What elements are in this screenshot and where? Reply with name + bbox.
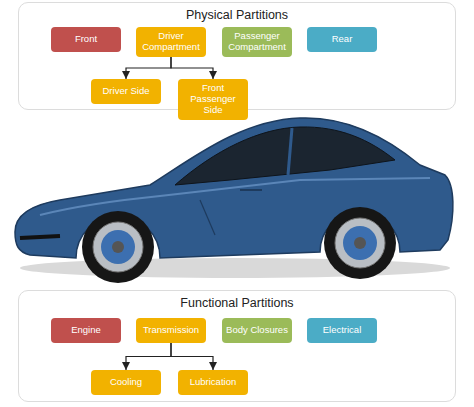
partition-panel: Functional PartitionsEngine Transmission B… <box>18 290 456 402</box>
hierarchy-connector <box>126 57 171 79</box>
box-label: Lubrication <box>190 377 236 388</box>
hub <box>354 237 366 249</box>
front-wheel <box>82 211 154 283</box>
tire <box>82 211 154 283</box>
partition-box: Engine <box>51 318 121 343</box>
box-label: Engine <box>71 325 101 336</box>
partition-box: Driver Side <box>91 79 161 104</box>
front-splitter <box>20 236 60 238</box>
partition-box: Driver Compartment <box>136 27 206 57</box>
box-label: Front <box>75 34 97 45</box>
brake-caliper <box>101 230 135 264</box>
tire <box>324 207 396 279</box>
partition-box: Lubrication <box>178 370 248 395</box>
car-window <box>175 127 395 185</box>
box-label: Driver Side <box>103 86 150 97</box>
hierarchy-connector <box>171 57 213 79</box>
rim <box>335 218 385 268</box>
hierarchy-connector <box>126 343 171 370</box>
window-pillar <box>288 128 292 175</box>
partition-box: Electrical <box>307 318 377 343</box>
partition-panel: Physical PartitionsFront Driver Compartme… <box>18 2 456 110</box>
partition-box: Rear <box>307 27 377 52</box>
box-label: Electrical <box>323 325 362 336</box>
box-label: Driver Compartment <box>140 31 202 53</box>
door-handle <box>240 189 262 191</box>
rim <box>93 222 143 272</box>
partition-box: Body Closures <box>222 318 292 343</box>
partition-box: Front <box>51 27 121 52</box>
box-label: Transmission <box>143 325 199 336</box>
brake-caliper <box>343 226 377 260</box>
partition-box: Transmission <box>136 318 206 343</box>
panel-heading: Functional Partitions <box>19 296 455 310</box>
partition-box: Passenger Compartment <box>222 27 292 57</box>
box-label: Passenger Compartment <box>226 31 288 53</box>
box-label: Rear <box>332 34 353 45</box>
partition-box: Cooling <box>91 370 161 395</box>
box-label: Body Closures <box>226 325 288 336</box>
panel-heading: Physical Partitions <box>19 8 455 22</box>
partition-box: Front Passenger Side <box>178 79 248 120</box>
box-label: Cooling <box>110 377 142 388</box>
rear-wheel <box>324 207 396 279</box>
door-line <box>200 200 215 235</box>
box-label: Front Passenger Side <box>182 83 244 116</box>
hub <box>112 241 124 253</box>
hierarchy-connector <box>171 343 213 370</box>
